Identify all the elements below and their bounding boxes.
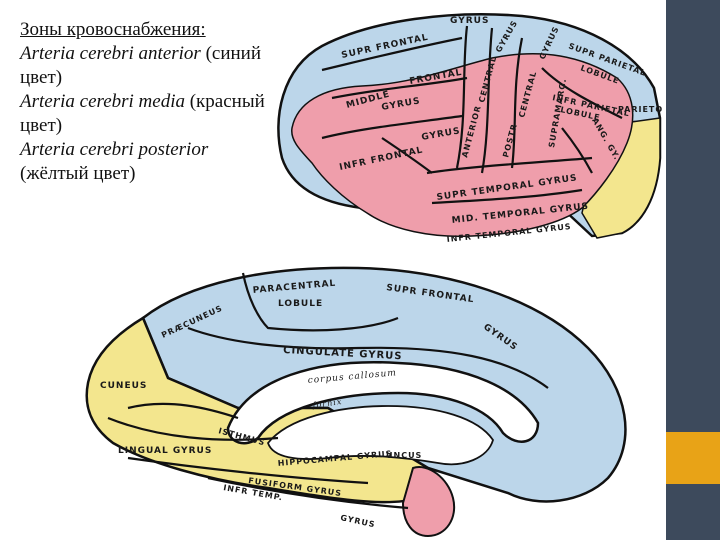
- lateral-media-zone: [291, 53, 634, 238]
- caption-latin-posterior: Arteria cerebri posterior: [20, 139, 209, 160]
- medial-brain-figure: PARACENTRAL LOBULE SUPR FRONTAL GYRUS PR…: [68, 258, 663, 538]
- medial-brain-svg: PARACENTRAL LOBULE SUPR FRONTAL GYRUS PR…: [85, 266, 627, 538]
- lateral-sulci: [321, 25, 623, 205]
- medial-media-zone: [401, 466, 456, 538]
- lateral-brain-figure: GYRUS SUPR FRONTAL MIDDLE FRONTAL GYRUS …: [262, 8, 692, 244]
- caption-latin-media: Arteria cerebri media: [20, 91, 185, 112]
- medial-corpus-callosum: [226, 361, 540, 445]
- right-accent-block: [666, 432, 720, 484]
- lat-label-gyrus-top: GYRUS: [450, 16, 489, 26]
- caption-color-media: (красный цвет): [20, 91, 265, 136]
- med-label-uncus: UNCUS: [386, 451, 422, 460]
- lat-label-parieto-occ: PARIETO-OCC.: [618, 105, 662, 114]
- med-label-cuneus: CUNEUS: [100, 381, 147, 391]
- caption-title: Зоны кровоснабжения:: [20, 19, 206, 40]
- caption-latin-anterior: Arteria cerebri anterior: [20, 43, 201, 64]
- caption-item-posterior: Arteria cerebri posterior (жёлтый цвет): [20, 138, 265, 186]
- med-label-gyrus-it: GYRUS: [340, 513, 377, 529]
- medial-inner-area: [266, 405, 494, 466]
- caption-color-posterior: (жёлтый цвет): [20, 163, 136, 184]
- lateral-brain-svg: GYRUS SUPR FRONTAL MIDDLE FRONTAL GYRUS …: [277, 13, 692, 244]
- caption-block: Зоны кровоснабжения: Arteria cerebri ant…: [20, 18, 265, 186]
- med-label-fornix: fornix: [311, 397, 343, 410]
- medial-sulci: [107, 272, 549, 510]
- caption-item-anterior: Arteria cerebri anterior (синий цвет): [20, 42, 265, 90]
- med-label-lobule: LOBULE: [278, 299, 323, 309]
- caption-color-anterior: (синий цвет): [20, 43, 262, 88]
- caption-item-media: Arteria cerebri media (красный цвет): [20, 90, 265, 138]
- med-label-lingual: LINGUAL GYRUS: [118, 446, 212, 456]
